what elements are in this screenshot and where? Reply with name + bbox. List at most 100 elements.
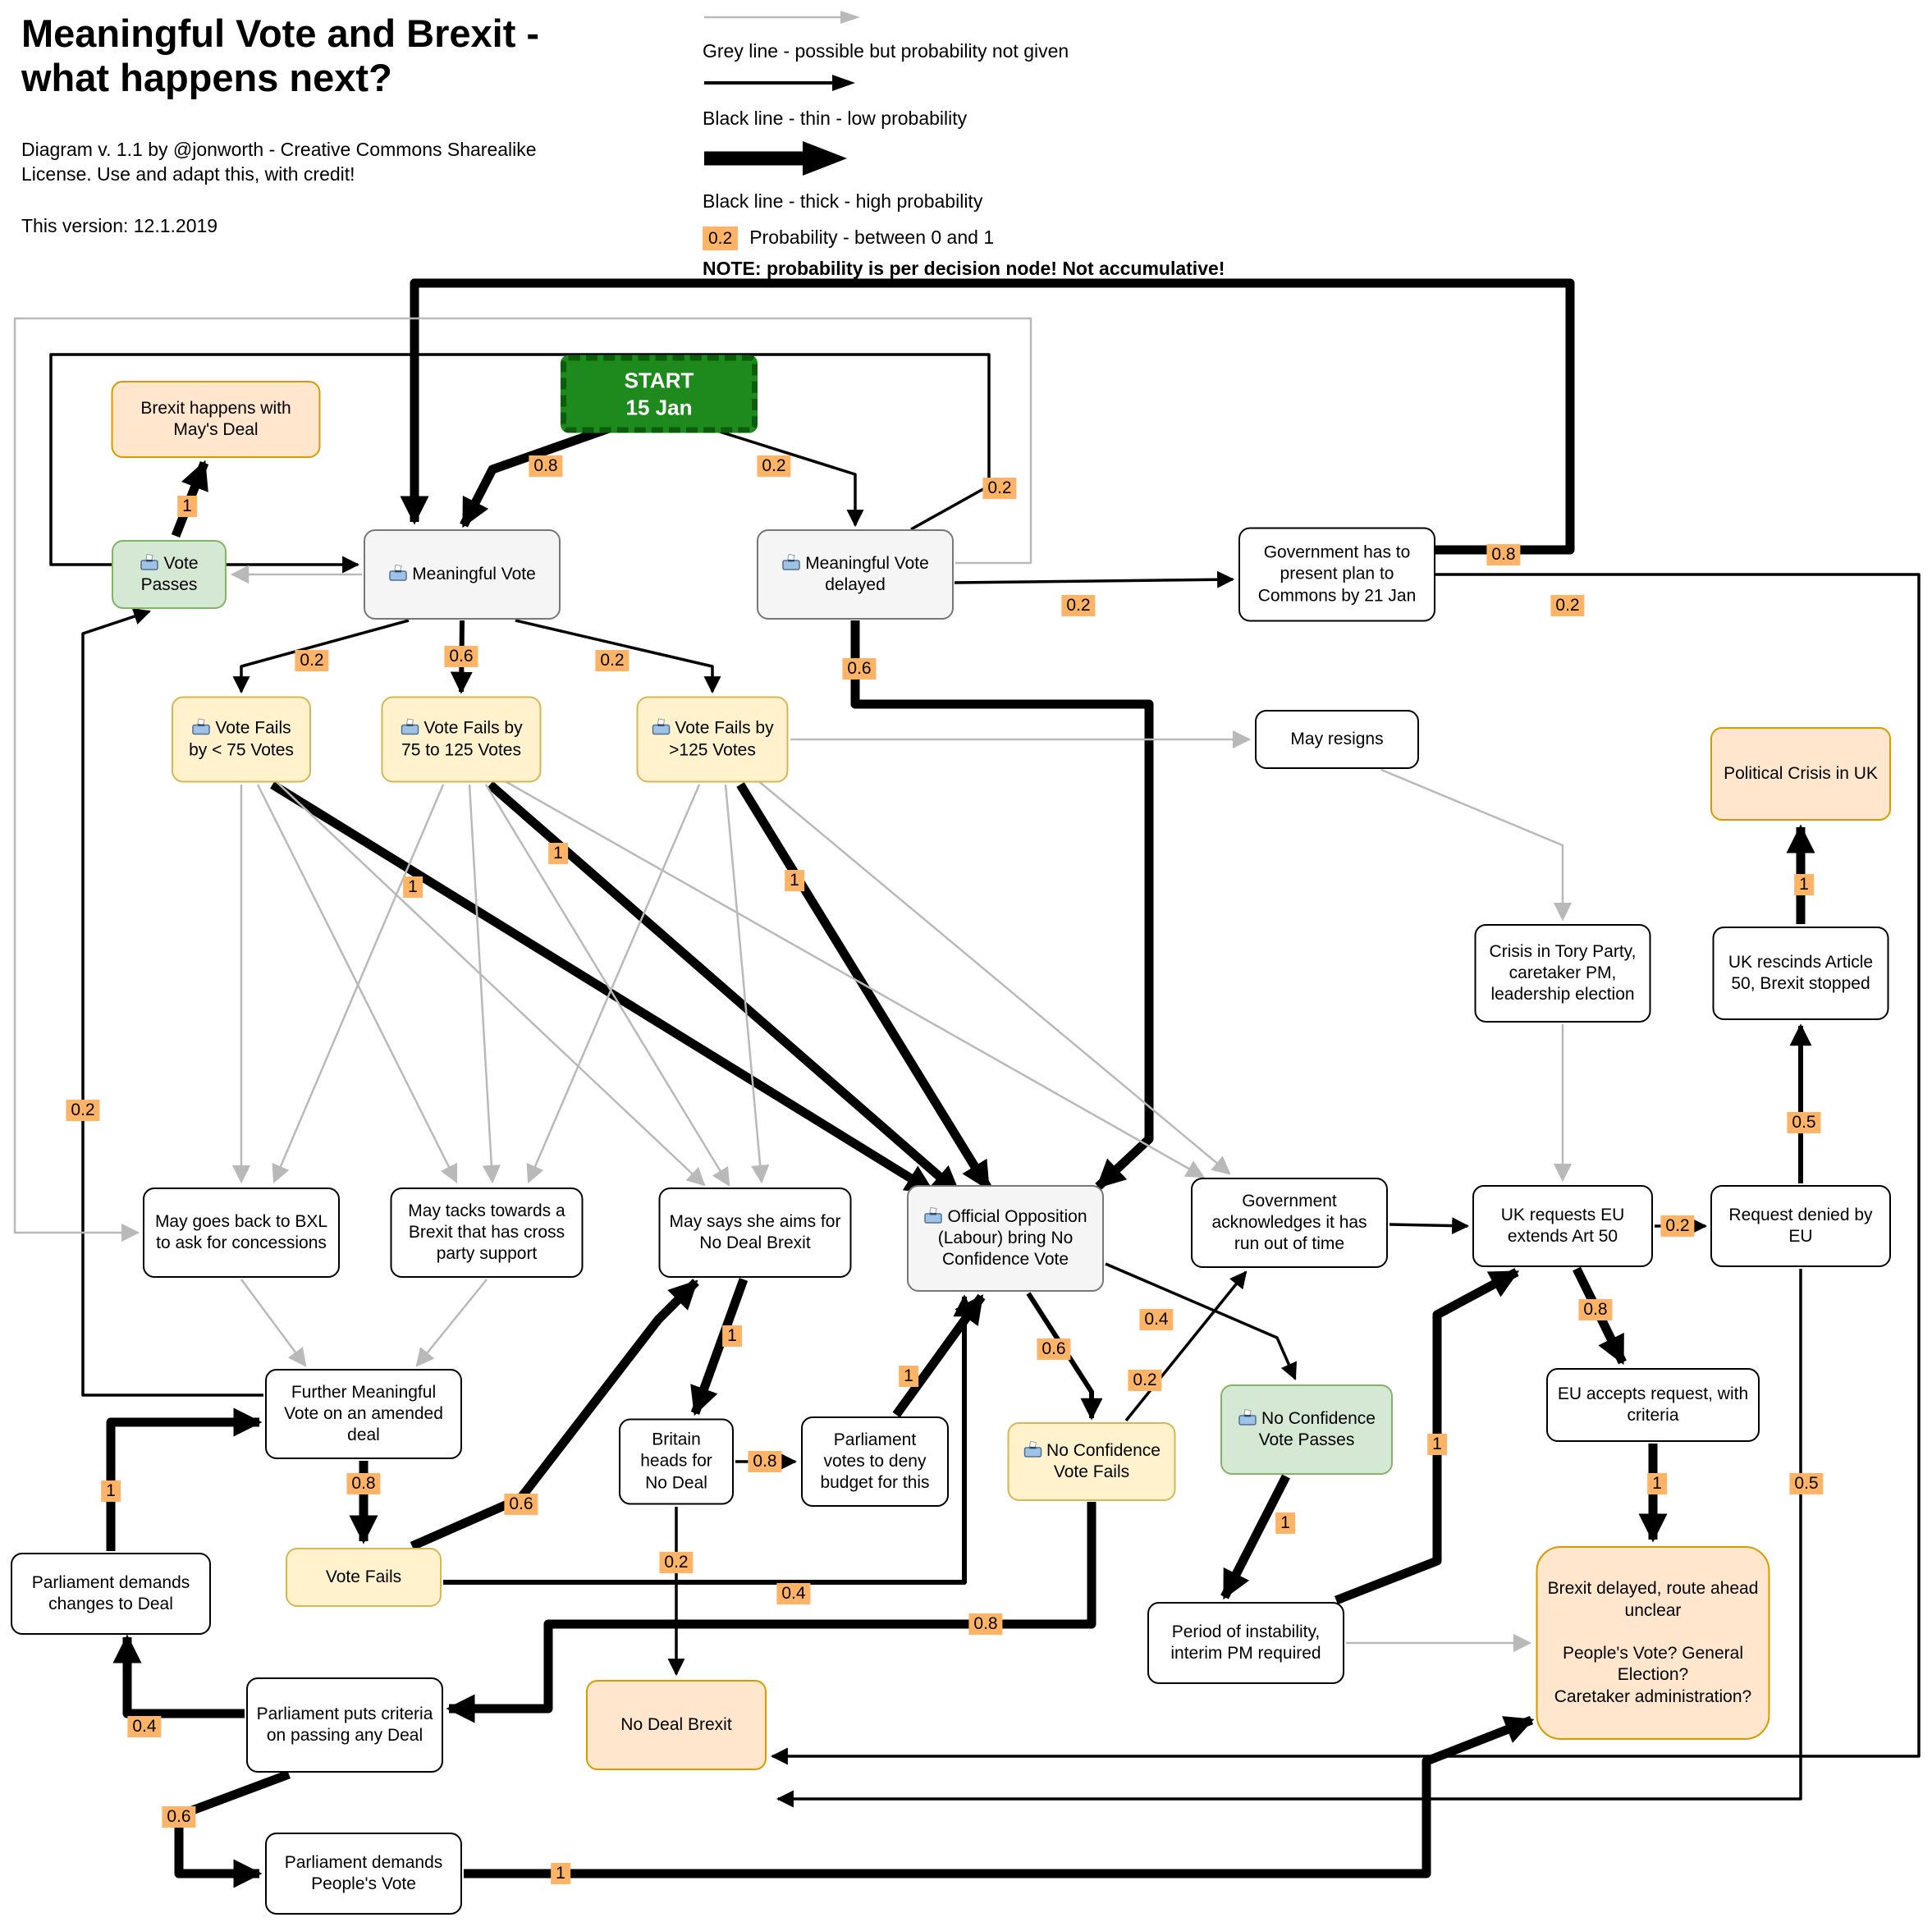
probability-label: 0.8 [1486, 544, 1521, 565]
edge-may-nodeal-aim-to-britain-nodeal [690, 1278, 749, 1416]
node-meaningful-vote: Meaningful Vote [364, 529, 561, 620]
probability-label: 0.2 [982, 478, 1017, 499]
node-label: Government has to present plan to Common… [1257, 542, 1417, 606]
node-may-nodeal-aim: May says she aims for No Deal Brexit [658, 1188, 852, 1278]
node-label: May tacks towards a Brexit that has cros… [408, 1201, 565, 1264]
probability-label: 0.4 [1139, 1309, 1174, 1330]
probability-label: 1 [548, 843, 568, 864]
node-label: EU accepts request, with criteria [1557, 1384, 1749, 1425]
node-label: Official Opposition (Labour) bring No Co… [917, 1206, 1094, 1271]
ballot-box-icon [1238, 1408, 1257, 1425]
node-uk-rescinds: UK rescinds Article 50, Brexit stopped [1712, 927, 1889, 1020]
probability-label: 1 [722, 1325, 742, 1347]
node-label: Government acknowledges it has run out o… [1211, 1191, 1367, 1254]
diagram-title: Meaningful Vote and Brexit - what happen… [21, 11, 540, 100]
probability-label: 0.2 [66, 1100, 100, 1121]
header: Meaningful Vote and Brexit - what happen… [21, 11, 694, 237]
edge-vf-75-125-to-may-crossparty [468, 784, 501, 1184]
edge-may-crossparty-to-further-mv [415, 1279, 488, 1367]
probability-label: 0.6 [162, 1806, 196, 1828]
node-ncv-passes: No Confidence Vote Passes [1220, 1384, 1393, 1475]
edge-vf-lt75-to-may-nodeal-aim [273, 779, 706, 1187]
edge-vf-gt125-to-may-crossparty [526, 784, 701, 1184]
probability-label: 1 [1794, 874, 1814, 895]
edge-deny-budget-to-official-opposition [892, 1293, 986, 1418]
probability-label: 0.8 [748, 1451, 782, 1472]
node-may-bxl: May goes back to BXL to ask for concessi… [143, 1188, 340, 1278]
node-request-denied: Request denied by EU [1710, 1185, 1891, 1267]
edge-ncv-fails-to-govt-acknowledges [1124, 1270, 1248, 1422]
node-brexit-delayed: Brexit delayed, route ahead unclear Peop… [1536, 1546, 1770, 1740]
edge-vf-gt125-to-govt-acknowledges [756, 779, 1231, 1175]
edge-ncv-passes-to-period-instability [1220, 1474, 1290, 1600]
node-label: No Deal Brexit [620, 1714, 732, 1734]
edge-start-to-meaningful-vote [460, 423, 613, 529]
probability-label: 0.2 [1660, 1215, 1695, 1237]
node-label: No Confidence Vote Passes [1230, 1408, 1383, 1452]
edge-vf-75-125-to-official-opposition [487, 780, 962, 1197]
edge-mv-delayed-to-govt-plan-21jan [954, 570, 1235, 588]
node-label: Britain heads for No Deal [640, 1430, 712, 1493]
ballot-box-icon [924, 1206, 943, 1224]
edge-vote-fails-small-to-may-nodeal-aim [410, 1279, 699, 1551]
edge-vf-lt75-to-official-opposition [270, 780, 935, 1196]
probability-label: 1 [785, 870, 804, 891]
node-label: Vote Fails [325, 1567, 402, 1586]
node-no-deal-brexit: No Deal Brexit [586, 1680, 767, 1770]
probability-label: 0.6 [504, 1494, 538, 1515]
edge-parl-criteria-to-parl-demands-changes [112, 1634, 245, 1718]
node-official-opposition: Official Opposition (Labour) bring No Co… [907, 1185, 1104, 1292]
node-eu-accepts: EU accepts request, with criteria [1546, 1368, 1760, 1442]
node-label: Parliament puts criteria on passing any … [256, 1704, 433, 1745]
legend-grey-arrow [703, 8, 1225, 33]
node-label: May resigns [1290, 729, 1384, 748]
node-start: START 15 Jan [561, 355, 758, 433]
edge-mv-delayed-to-may-bxl [13, 317, 1032, 1242]
legend-thin-label: Black line - thin - low probability [703, 107, 968, 129]
node-may-resigns: May resigns [1255, 710, 1419, 769]
edge-parl-criteria-to-parl-peoples-vote [174, 1769, 291, 1888]
node-britain-nodeal: Britain heads for No Deal [619, 1418, 734, 1505]
ballot-box-icon [652, 718, 671, 735]
node-label: Political Crisis in UK [1724, 763, 1878, 783]
probability-label: 0.5 [1787, 1112, 1821, 1133]
probability-label: 0.6 [842, 658, 877, 680]
node-mv-delayed: Meaningful Vote delayed [757, 529, 954, 620]
node-label: Meaningful Vote [388, 564, 536, 585]
node-label: Parliament demands People's Vote [284, 1852, 443, 1893]
node-ncv-fails: No Confidence Vote Fails [1007, 1422, 1176, 1501]
edge-official-opposition-to-ncv-fails [1026, 1292, 1103, 1421]
ballot-box-icon [401, 718, 419, 735]
probability-label: 0.8 [529, 455, 563, 477]
node-label: Vote Fails by 75 to 125 Votes [401, 718, 523, 759]
ballot-box-icon [1023, 1440, 1042, 1458]
legend-probability-label: Probability - between 0 and 1 [749, 227, 995, 249]
probability-label: 1 [177, 496, 197, 517]
node-label: Vote Fails by < 75 Votes [189, 718, 294, 759]
edge-parl-peoples-vote-to-brexit-delayed [464, 1715, 1535, 1879]
legend: Grey line - possible but probability not… [703, 8, 1225, 281]
node-label: START 15 Jan [624, 368, 694, 420]
probability-label: 0.8 [346, 1473, 381, 1494]
probability-label: 0.2 [1550, 595, 1585, 616]
node-label: Parliament demands changes to Deal [31, 1572, 190, 1613]
probability-label: 1 [551, 1863, 570, 1884]
node-may-crossparty: May tacks towards a Brexit that has cros… [390, 1188, 584, 1278]
edge-parl-demands-changes-to-further-mv [106, 1407, 263, 1551]
legend-probability-chip: 0.2 [703, 226, 739, 250]
legend-thick-label: Black line - thick - high probability [703, 190, 983, 213]
credit-text: Diagram v. 1.1 by @jonworth - Creative C… [21, 139, 537, 185]
legend-thin-arrow [703, 72, 1225, 100]
node-uk-requests-ext: UK requests EU extends Art 50 [1472, 1185, 1653, 1267]
node-parl-criteria: Parliament puts criteria on passing any … [246, 1677, 443, 1773]
node-vf-lt75: Vote Fails by < 75 Votes [172, 696, 311, 783]
probability-label: 1 [101, 1480, 121, 1502]
node-label: Request denied by EU [1728, 1205, 1873, 1246]
edge-govt-plan-21jan-to-meaningful-vote [400, 278, 1575, 555]
probability-label: 1 [1275, 1512, 1295, 1534]
node-label: No Confidence Vote Fails [1018, 1440, 1166, 1484]
edge-official-opposition-to-ncv-passes [1105, 1262, 1297, 1380]
legend-note: NOTE: probability is per decision node! … [703, 258, 1225, 280]
probability-label: 0.8 [968, 1613, 1003, 1635]
probability-label: 0.4 [127, 1716, 162, 1737]
